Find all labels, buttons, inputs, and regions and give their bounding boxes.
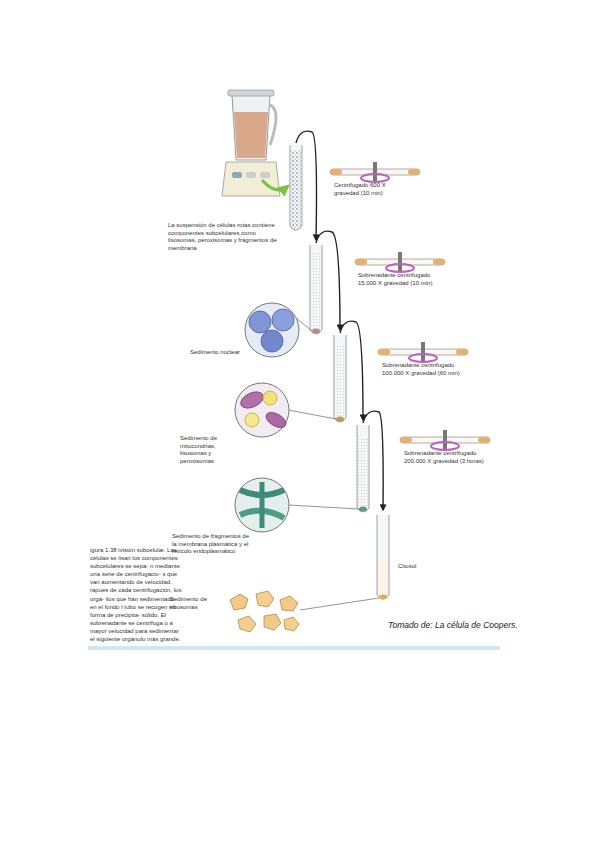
sediment-label: Sedimento de ribosomas	[170, 596, 226, 611]
source-credit: Tomado de: La célula de Coopers.	[388, 620, 528, 631]
centrifuge-label: Sobrenadante centrifugado 15.000 X grave…	[358, 272, 434, 287]
sediment-label: Sedimento de fragmentos de la membrana p…	[172, 533, 252, 556]
tubes	[290, 145, 389, 600]
figure-caption: igura 1.38 ivisión subcelular. Las célul…	[90, 546, 182, 643]
centrifuge-label: Sobrenadante centrifugado 100.000 X grav…	[382, 362, 462, 377]
rule-bar	[88, 646, 500, 650]
sediment-label: Sedimento de mitocondrias, lisosomas y p…	[180, 435, 240, 465]
centrifuges	[330, 162, 490, 450]
sediment-label: Sedimento nuclear	[190, 349, 242, 357]
magnified-views	[230, 303, 379, 632]
centrifuge-label: Centrifugado 600 X gravedad (10 min)	[334, 182, 404, 197]
fraction-label: Citosol	[398, 563, 438, 571]
suspension-label: La suspensión de células rotas contiene …	[168, 222, 283, 252]
blender	[222, 90, 288, 196]
centrifuge-label: Sobrenadante centrifugado 200.000 X grav…	[404, 450, 484, 465]
